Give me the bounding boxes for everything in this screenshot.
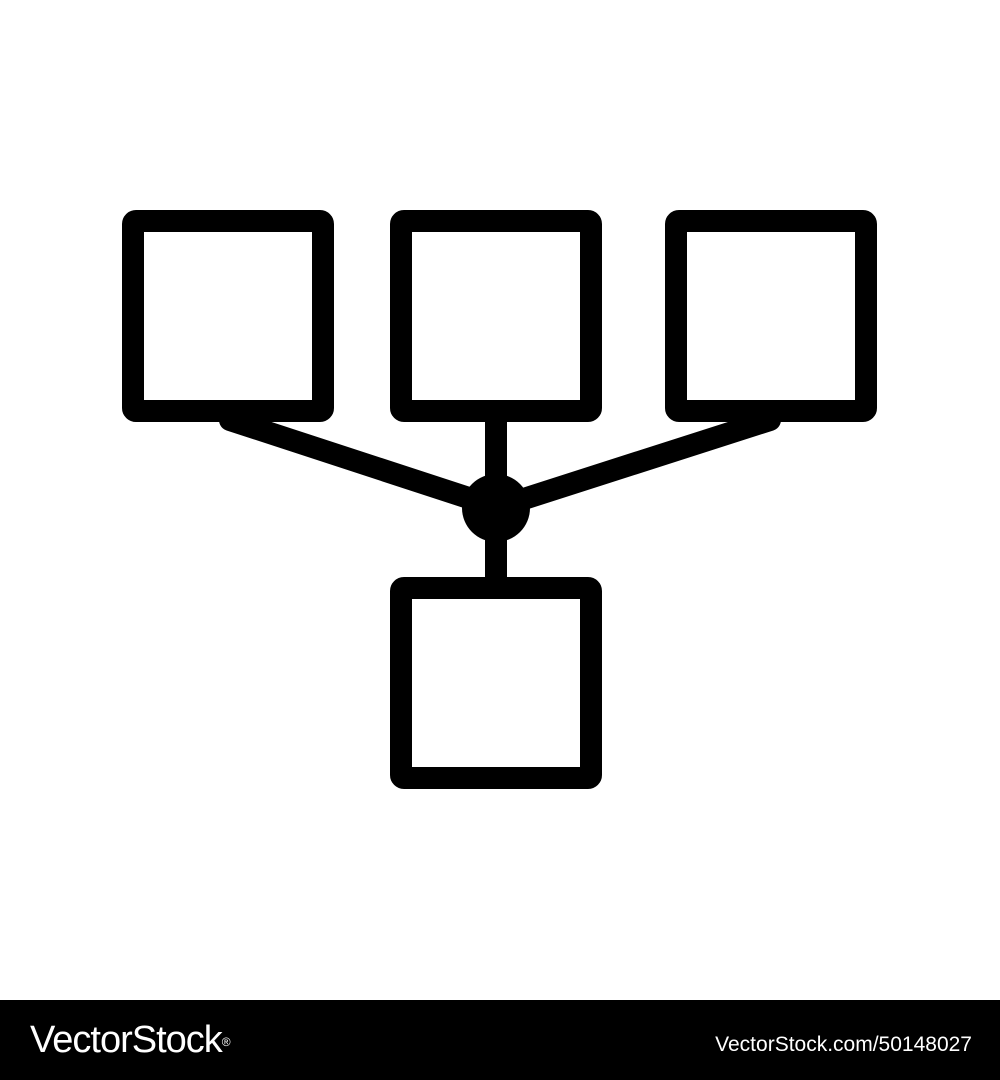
hub-node-dot	[462, 474, 530, 542]
vectorstock-logo: VectorStock®	[30, 1018, 231, 1062]
connector-right	[494, 409, 781, 516]
node-box-top-left	[122, 210, 334, 422]
node-box-top-right	[665, 210, 877, 422]
logo-text: VectorStock	[30, 1019, 223, 1061]
connector-left	[219, 409, 501, 516]
registered-mark: ®	[221, 1035, 231, 1049]
icon-canvas	[122, 210, 877, 789]
footer-bar: VectorStock® VectorStock.com/50148027	[0, 1000, 1000, 1080]
node-box-bottom	[390, 577, 602, 789]
network-hierarchy-icon	[122, 210, 877, 789]
image-credit: VectorStock.com/50148027	[715, 1033, 972, 1056]
node-box-top-center	[390, 210, 602, 422]
